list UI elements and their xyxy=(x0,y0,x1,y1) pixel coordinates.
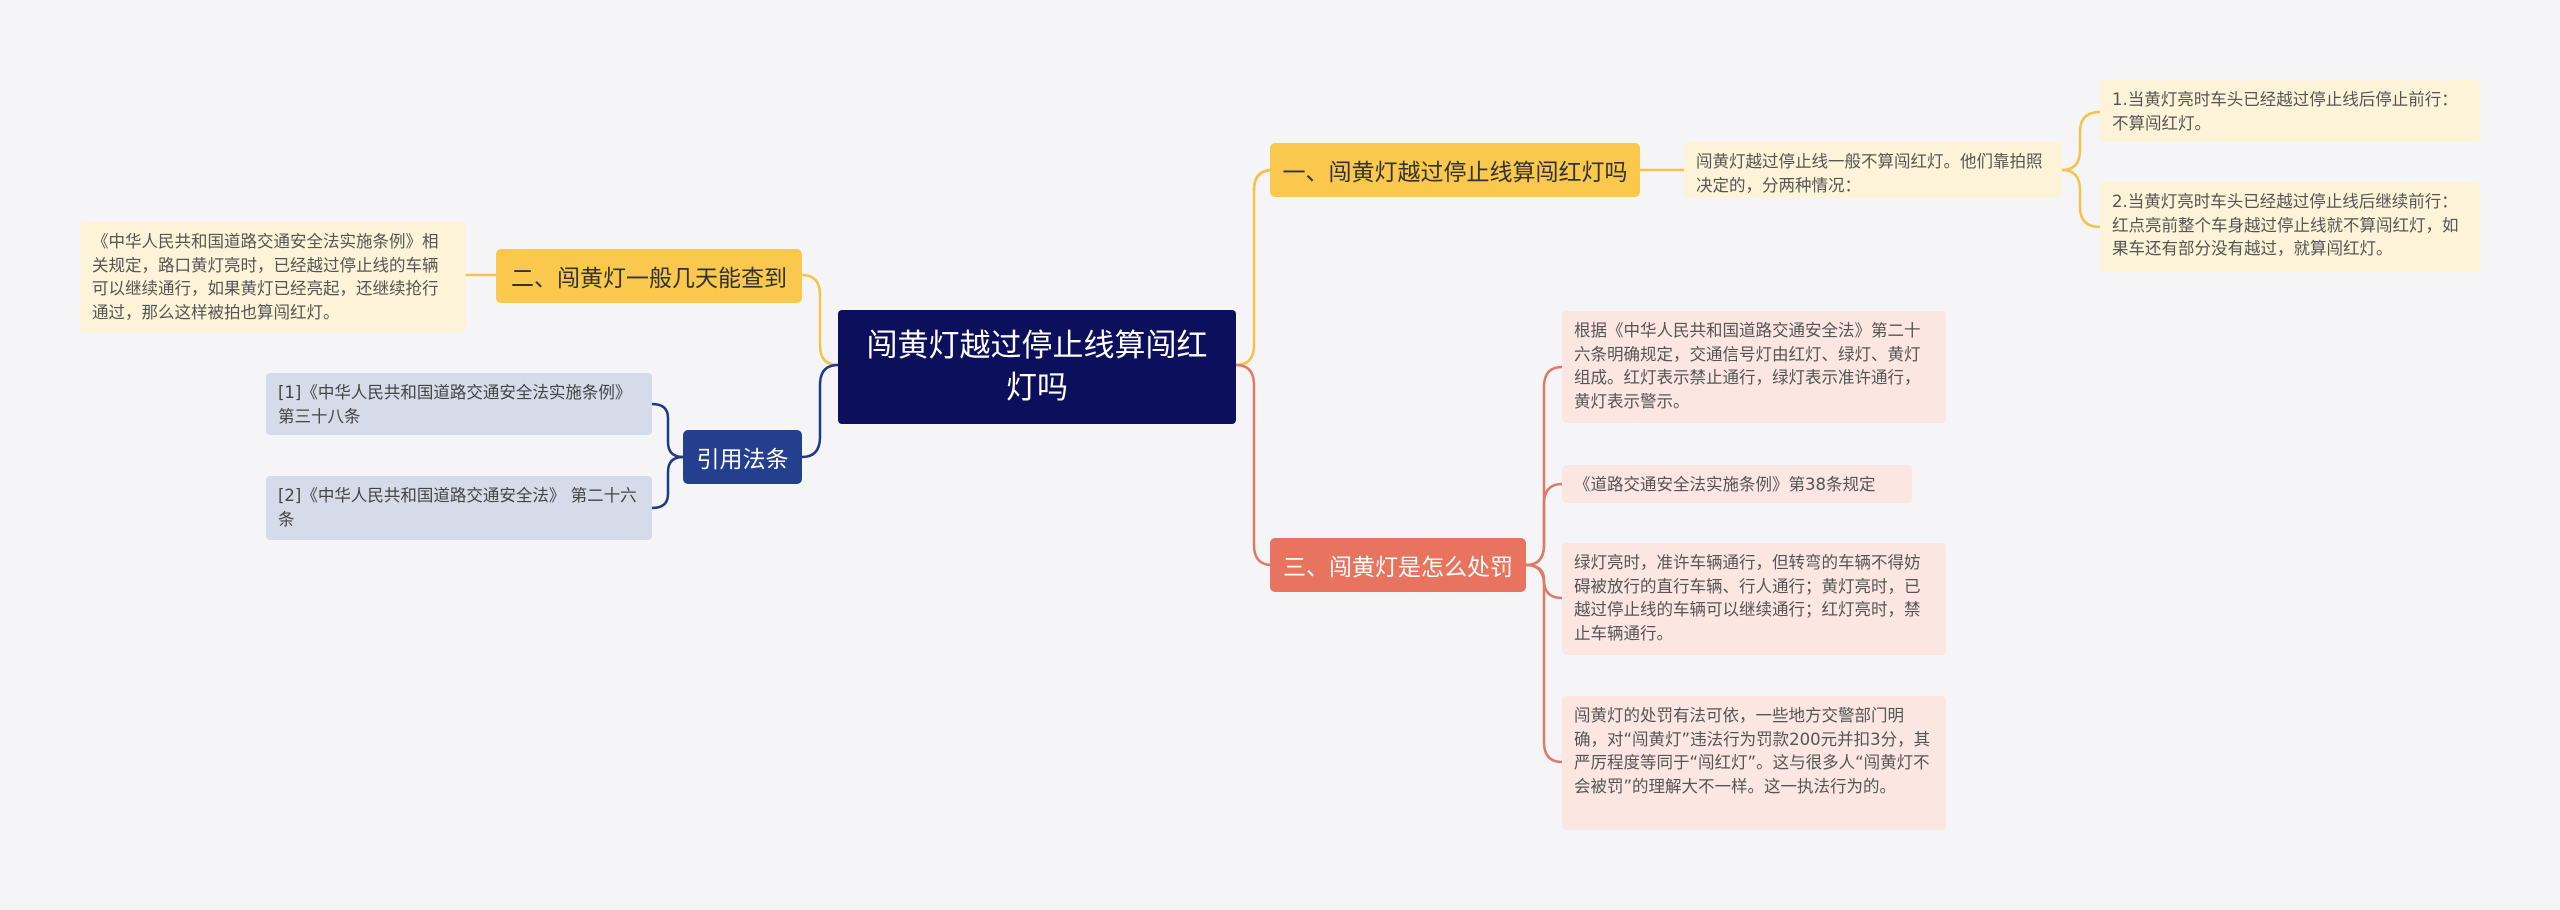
branch-3-detail-3[interactable]: 绿灯亮时，准许车辆通行，但转弯的车辆不得妨碍被放行的直行车辆、行人通行；黄灯亮时… xyxy=(1562,543,1946,655)
branch-1-case-2[interactable]: 2.当黄灯亮时车头已经越过停止线后继续前行：红点亮前整个车身越过停止线就不算闯红… xyxy=(2100,182,2480,272)
branch-2-detail-text: 《中华人民共和国道路交通安全法实施条例》相关规定，路口黄灯亮时，已经越过停止线的… xyxy=(92,232,439,322)
link-refs-ref1 xyxy=(650,402,685,459)
reference-1-text: [1]《中华人民共和国道路交通安全法实施条例》 第三十八条 xyxy=(278,383,632,426)
link-root-branch1-end xyxy=(1252,168,1274,192)
branch-2-detail[interactable]: 《中华人民共和国道路交通安全法实施条例》相关规定，路口黄灯亮时，已经越过停止线的… xyxy=(80,222,466,332)
link-refs-ref2 xyxy=(650,455,685,510)
branch-3[interactable]: 三、闯黄灯是怎么处罚 xyxy=(1270,538,1526,592)
link-summary-case2 xyxy=(2060,168,2102,229)
branch-3-detail-4[interactable]: 闯黄灯的处罚有法可依，一些地方交警部门明确，对“闯黄灯”违法行为罚款200元并扣… xyxy=(1562,696,1946,830)
link-root-references xyxy=(800,363,840,459)
references-label: 引用法条 xyxy=(696,447,789,473)
branch-3-detail-4-text: 闯黄灯的处罚有法可依，一些地方交警部门明确，对“闯黄灯”违法行为罚款200元并扣… xyxy=(1574,706,1931,796)
branch-2-label: 二、闯黄灯一般几天能查到 xyxy=(511,266,787,292)
link-branch3-d4 xyxy=(1524,563,1564,764)
link-root-branch1 xyxy=(1234,168,1275,367)
branch-1-label: 一、闯黄灯越过停止线算闯红灯吗 xyxy=(1282,160,1628,186)
branch-3-detail-1-text: 根据《中华人民共和国道路交通安全法》第二十六条明确规定，交通信号灯由红灯、绿灯、… xyxy=(1574,321,1921,411)
branch-1-summary-text: 闯黄灯越过停止线一般不算闯红灯。他们靠拍照决定的，分两种情况： xyxy=(1696,152,2043,195)
branch-1-case-1-text: 1.当黄灯亮时车头已经越过停止线后停止前行：不算闯红灯。 xyxy=(2112,90,2458,133)
branch-1-case-2-text: 2.当黄灯亮时车头已经越过停止线后继续前行：红点亮前整个车身越过停止线就不算闯红… xyxy=(2112,192,2459,258)
root-topic[interactable]: 闯黄灯越过停止线算闯红灯吗 xyxy=(838,310,1236,424)
branch-1[interactable]: 一、闯黄灯越过停止线算闯红灯吗 xyxy=(1270,143,1640,197)
reference-2-text: [2]《中华人民共和国道路交通安全法》 第二十六条 xyxy=(278,486,637,529)
branch-3-label: 三、闯黄灯是怎么处罚 xyxy=(1283,555,1513,581)
branch-3-detail-3-text: 绿灯亮时，准许车辆通行，但转弯的车辆不得妨碍被放行的直行车辆、行人通行；黄灯亮时… xyxy=(1574,553,1921,643)
link-root-branch2 xyxy=(800,273,840,367)
branch-3-detail-2-text: 《道路交通安全法实施条例》第38条规定 xyxy=(1574,475,1876,494)
references-node[interactable]: 引用法条 xyxy=(683,430,802,484)
root-topic-label: 闯黄灯越过停止线算闯红灯吗 xyxy=(866,328,1208,406)
link-branch3-d2 xyxy=(1524,482,1564,567)
branch-3-detail-2[interactable]: 《道路交通安全法实施条例》第38条规定 xyxy=(1562,465,1912,503)
branch-1-case-1[interactable]: 1.当黄灯亮时车头已经越过停止线后停止前行：不算闯红灯。 xyxy=(2100,80,2480,142)
reference-1[interactable]: [1]《中华人民共和国道路交通安全法实施条例》 第三十八条 xyxy=(266,373,652,435)
reference-2[interactable]: [2]《中华人民共和国道路交通安全法》 第二十六条 xyxy=(266,476,652,540)
link-summary-case1 xyxy=(2060,110,2102,172)
link-root-branch3 xyxy=(1234,363,1274,567)
branch-1-summary[interactable]: 闯黄灯越过停止线一般不算闯红灯。他们靠拍照决定的，分两种情况： xyxy=(1684,142,2062,198)
branch-2[interactable]: 二、闯黄灯一般几天能查到 xyxy=(496,249,802,303)
branch-3-detail-1[interactable]: 根据《中华人民共和国道路交通安全法》第二十六条明确规定，交通信号灯由红灯、绿灯、… xyxy=(1562,311,1946,423)
